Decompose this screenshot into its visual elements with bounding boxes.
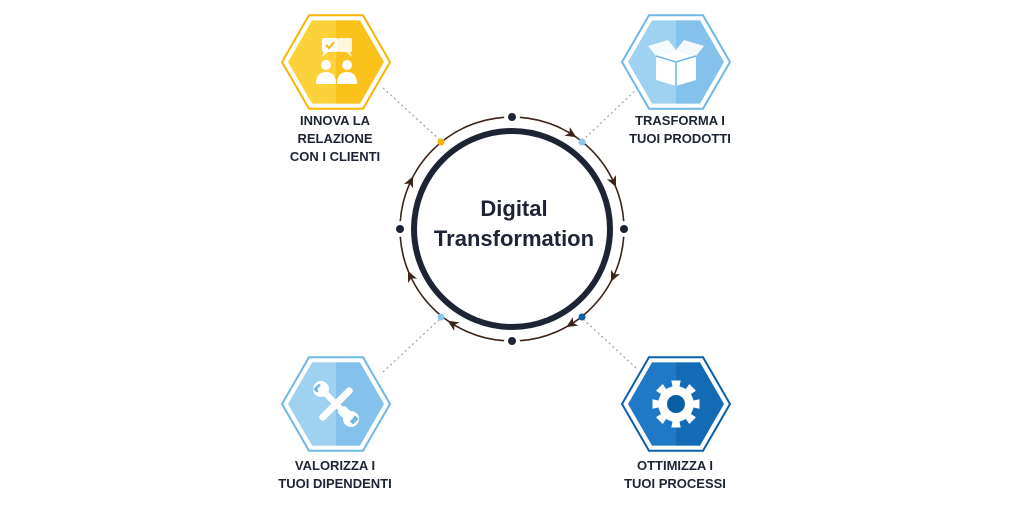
connector-dot-processes (578, 313, 586, 321)
connector-line-employees (382, 317, 442, 373)
connector-lines (382, 87, 639, 373)
hexagon-employees (280, 356, 392, 452)
orbit-arrowhead (407, 270, 418, 283)
label-products-line-2: TUOI PRODOTTI (629, 131, 731, 146)
connector-dot-employees (437, 313, 445, 321)
label-employees: VALORIZZA I TUOI DIPENDENTI (245, 457, 425, 493)
orbit-dot (620, 225, 628, 233)
orbit-arc (399, 236, 505, 342)
orbit-arrowhead (566, 317, 579, 328)
orbit-arc (519, 116, 625, 222)
customer-relation-icon (316, 38, 357, 84)
hexagon-shade (336, 362, 384, 446)
connector-dot-products (578, 138, 586, 146)
label-employees-line-1: VALORIZZA I (294, 458, 376, 473)
orbit-dot (508, 113, 516, 121)
connector-line-processes (581, 317, 637, 369)
hexagon-processes (620, 356, 732, 452)
tools-icon (313, 381, 359, 427)
label-processes-line-2: TUOI PROCESSI (624, 476, 726, 491)
orbit-arrowhead (403, 176, 414, 189)
label-customers: INNOVA LA RELAZIONE CON I CLIENTI (245, 112, 425, 166)
orbit-arcs (396, 113, 628, 345)
orbit-arrowhead (447, 320, 460, 331)
orbit-arc (399, 116, 505, 222)
main-ring (411, 128, 613, 330)
box-icon (648, 40, 704, 86)
label-customers-line-2: RELAZIONE (297, 131, 373, 146)
orbit-dot (396, 225, 404, 233)
label-customers-line-3: CON I CLIENTI (289, 149, 381, 164)
hexagon-products (620, 14, 732, 110)
orbit-arrowhead (564, 127, 577, 138)
label-products: TRASFORMA I TUOI PRODOTTI (590, 112, 770, 148)
center-title-line-2: Transformation (433, 226, 595, 251)
label-processes: OTTIMIZZA I TUOI PROCESSI (585, 457, 765, 493)
connector-dot-customers (437, 138, 445, 146)
orbit-dot (508, 337, 516, 345)
hexagon-customers (280, 14, 392, 110)
label-customers-line-1: INNOVA LA (299, 113, 371, 128)
orbit-arrowhead (606, 175, 617, 188)
label-processes-line-1: OTTIMIZZA I (636, 458, 714, 473)
center-title: Digital Transformation (414, 194, 614, 254)
gear-icon (652, 380, 700, 428)
orbit-arc (519, 236, 625, 342)
label-employees-line-2: TUOI DIPENDENTI (278, 476, 392, 491)
center-title-line-1: Digital (480, 196, 548, 221)
connector-line-customers (382, 87, 442, 142)
label-products-line-1: TRASFORMA I (635, 113, 725, 128)
hexagon-shade (676, 362, 724, 446)
orbit-arrowhead (610, 269, 621, 282)
